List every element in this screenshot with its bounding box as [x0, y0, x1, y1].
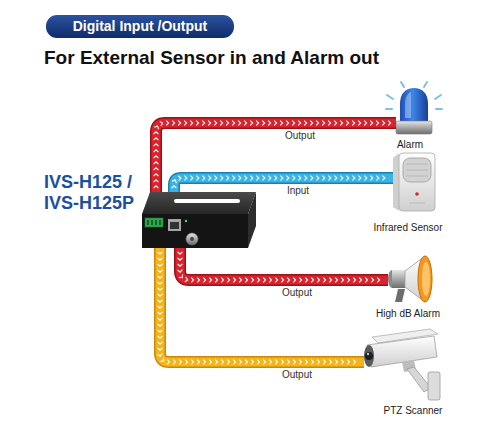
camera-lens: [365, 352, 373, 360]
signal-band: [158, 248, 364, 364]
terminal-block: [145, 218, 163, 227]
siren-dome: [400, 88, 428, 123]
encoder-device-icon: [142, 192, 256, 248]
sensor-side: [393, 153, 399, 211]
device-label: Alarm: [397, 139, 423, 151]
megaphone-handle: [395, 289, 405, 302]
ethernet-port: [168, 219, 181, 231]
device-label: High dB Alarm: [376, 308, 440, 320]
signal-band: [172, 176, 393, 192]
sensor-led: [415, 192, 419, 196]
device-stripe: [176, 199, 238, 203]
flow-chevrons: [158, 252, 356, 365]
device-top: [142, 192, 256, 214]
band-shade: [160, 248, 364, 362]
light-ray: [386, 108, 392, 110]
device-heading: IVS-H125 / IVS-H125P: [44, 172, 140, 214]
horn-mouth: [422, 262, 430, 296]
signal-connector: [180, 248, 388, 280]
megaphone-icon: [388, 256, 432, 302]
edge-label: Output: [280, 287, 314, 298]
camera-front: [364, 345, 374, 367]
terminal-pins: [147, 220, 161, 225]
ptz-scanner-node: PTZ Scanner: [364, 327, 442, 401]
lens-glint: [367, 353, 369, 355]
device-label: PTZ Scanner: [384, 405, 443, 417]
terminal-pin: [147, 220, 149, 225]
device-box: IVS-H125 / IVS-H125P: [140, 192, 256, 248]
sensor-body: [399, 153, 435, 211]
terminal-pin: [155, 220, 157, 225]
light-ray: [435, 95, 441, 99]
lens-ridges: [406, 164, 428, 176]
band-shade: [174, 178, 393, 192]
high-db-alarm-node: High dB Alarm: [388, 254, 434, 304]
sensor-lens: [403, 158, 431, 182]
terminal-pin: [151, 220, 153, 225]
mount-arm: [407, 367, 431, 392]
edge-label: Output: [283, 130, 317, 141]
lens-ridge: [406, 164, 428, 165]
bnc-connector: [186, 233, 198, 245]
signal-connector: [156, 123, 396, 192]
ethernet-socket: [170, 222, 179, 229]
dome-highlight: [405, 92, 411, 118]
signal-band: [178, 248, 388, 282]
flow-chevrons: [172, 176, 385, 189]
ptz-camera-icon: [364, 329, 440, 400]
infrared-sensor-icon: [393, 153, 435, 211]
light-ray: [436, 108, 442, 110]
band-shade: [156, 123, 396, 192]
status-led: [185, 220, 187, 222]
device-front: [142, 214, 248, 248]
light-ray: [424, 82, 427, 87]
siren-base: [396, 121, 432, 134]
alarm-node: Alarm: [396, 85, 432, 135]
lens-ridge: [406, 176, 428, 177]
light-ray: [387, 95, 393, 99]
section-tab: Digital Input /Output: [46, 15, 234, 38]
sensor-vent: [409, 203, 425, 204]
device-label: Infrared Sensor: [374, 222, 443, 234]
wall-plate: [428, 372, 440, 400]
megaphone-body: [392, 270, 405, 288]
edge-label: Input: [285, 185, 311, 196]
signal-connector: [174, 178, 393, 192]
horn-rim: [418, 256, 432, 302]
diagram-title: For External Sensor in and Alarm out: [44, 46, 379, 69]
terminal-pin: [159, 220, 161, 225]
lens-ridge: [406, 170, 428, 171]
edge-label: Output: [280, 369, 314, 380]
band-shade: [180, 248, 388, 280]
bnc-pin: [190, 237, 194, 241]
signal-connector: [160, 248, 364, 362]
flow-chevrons: [178, 252, 380, 283]
infrared-sensor-node: Infrared Sensor: [393, 150, 435, 214]
device-side: [248, 192, 256, 248]
signal-band: [154, 121, 396, 192]
tab-label: Digital Input /Output: [46, 18, 234, 35]
light-ray: [401, 82, 404, 87]
camera-body: [367, 336, 437, 367]
